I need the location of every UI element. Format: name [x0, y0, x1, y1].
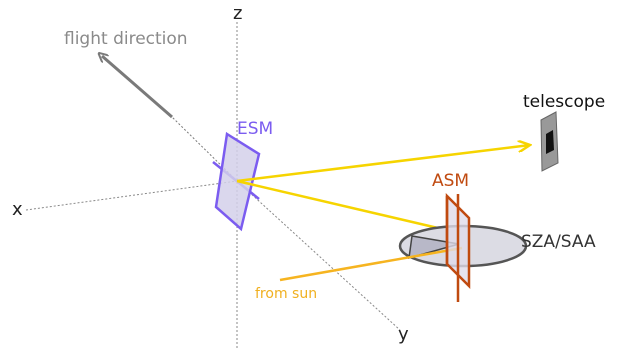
- asm-mirror: [445, 192, 471, 302]
- telescope-label: telescope: [523, 92, 606, 112]
- x-axis-label: x: [12, 199, 23, 220]
- esm-label: ESM: [237, 119, 274, 139]
- sza-angle-wedge: [408, 235, 460, 260]
- from-sun-label: from sun: [255, 286, 318, 302]
- flight-direction-dashed: [171, 116, 238, 182]
- x-axis-line: [25, 180, 238, 211]
- telescope-icon: [540, 111, 559, 172]
- y-axis-line: [236, 180, 401, 331]
- y-axis-label: y: [398, 324, 409, 345]
- esm-mirror: [212, 131, 261, 232]
- flight-direction-arrow: [102, 56, 173, 119]
- flight-direction-label: flight direction: [64, 29, 188, 49]
- beam-to-telescope: [236, 145, 530, 183]
- asm-label: ASM: [432, 171, 470, 191]
- z-axis-label: z: [233, 3, 243, 24]
- beam-to-asm: [236, 179, 456, 234]
- sza-saa-label: SZA/SAA: [521, 232, 596, 252]
- sun-beam: [279, 246, 463, 282]
